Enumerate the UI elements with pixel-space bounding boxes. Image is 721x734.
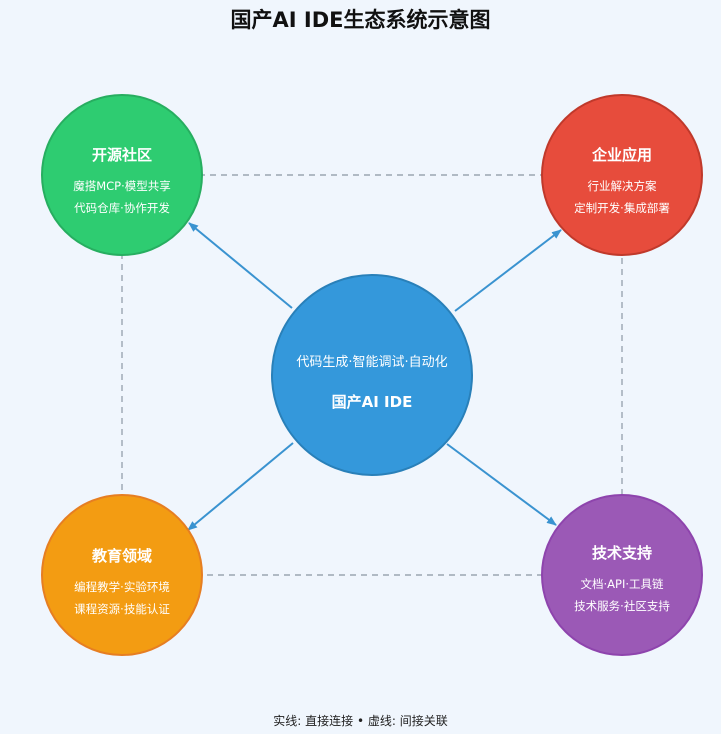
- center-subtitle: 代码生成·智能调试·自动化: [296, 355, 448, 370]
- enterprise-label-group: 企业应用 行业解决方案 定制开发·集成部署: [574, 144, 670, 216]
- tech-support-label-group: 技术支持 文档·API·工具链 技术服务·社区支持: [574, 542, 670, 614]
- open-source-node[interactable]: [41, 94, 203, 256]
- education-line-2: 课程资源·技能认证: [74, 602, 170, 616]
- center-label-group: 代码生成·智能调试·自动化 国产AI IDE: [296, 351, 447, 412]
- tech-support-title: 技术支持: [591, 544, 652, 562]
- education-title: 教育领域: [91, 547, 152, 565]
- open-source-title: 开源社区: [91, 146, 153, 164]
- arrow-to-open-source: [188, 222, 293, 309]
- arrow-to-enterprise: [454, 229, 562, 312]
- enterprise-line-1: 行业解决方案: [587, 179, 657, 193]
- open-source-label-group: 开源社区 魔搭MCP·模型共享 代码仓库·协作开发: [73, 144, 171, 216]
- legend-note: 实线: 直接连接 • 虚线: 间接关联: [273, 714, 448, 728]
- education-label-group: 教育领域 编程教学·实验环境 课程资源·技能认证: [74, 545, 170, 617]
- center-title: 国产AI IDE: [331, 393, 413, 411]
- arrow-to-education: [187, 442, 294, 531]
- enterprise-node[interactable]: [541, 94, 703, 256]
- open-source-line-1: 魔搭MCP·模型共享: [73, 179, 171, 193]
- education-line-1: 编程教学·实验环境: [74, 580, 170, 594]
- enterprise-title: 企业应用: [591, 146, 652, 164]
- education-node[interactable]: [41, 494, 203, 656]
- open-source-line-2: 代码仓库·协作开发: [74, 201, 170, 215]
- tech-support-line-1: 文档·API·工具链: [580, 577, 664, 591]
- indirect-link-frame: [121, 174, 623, 576]
- page-title: 国产AI IDE生态系统示意图: [230, 8, 491, 32]
- enterprise-line-2: 定制开发·集成部署: [574, 201, 670, 215]
- tech-support-line-2: 技术服务·社区支持: [574, 599, 670, 613]
- tech-support-node[interactable]: [541, 494, 703, 656]
- center-ide-node[interactable]: [271, 274, 473, 476]
- arrow-to-tech-support: [446, 443, 557, 526]
